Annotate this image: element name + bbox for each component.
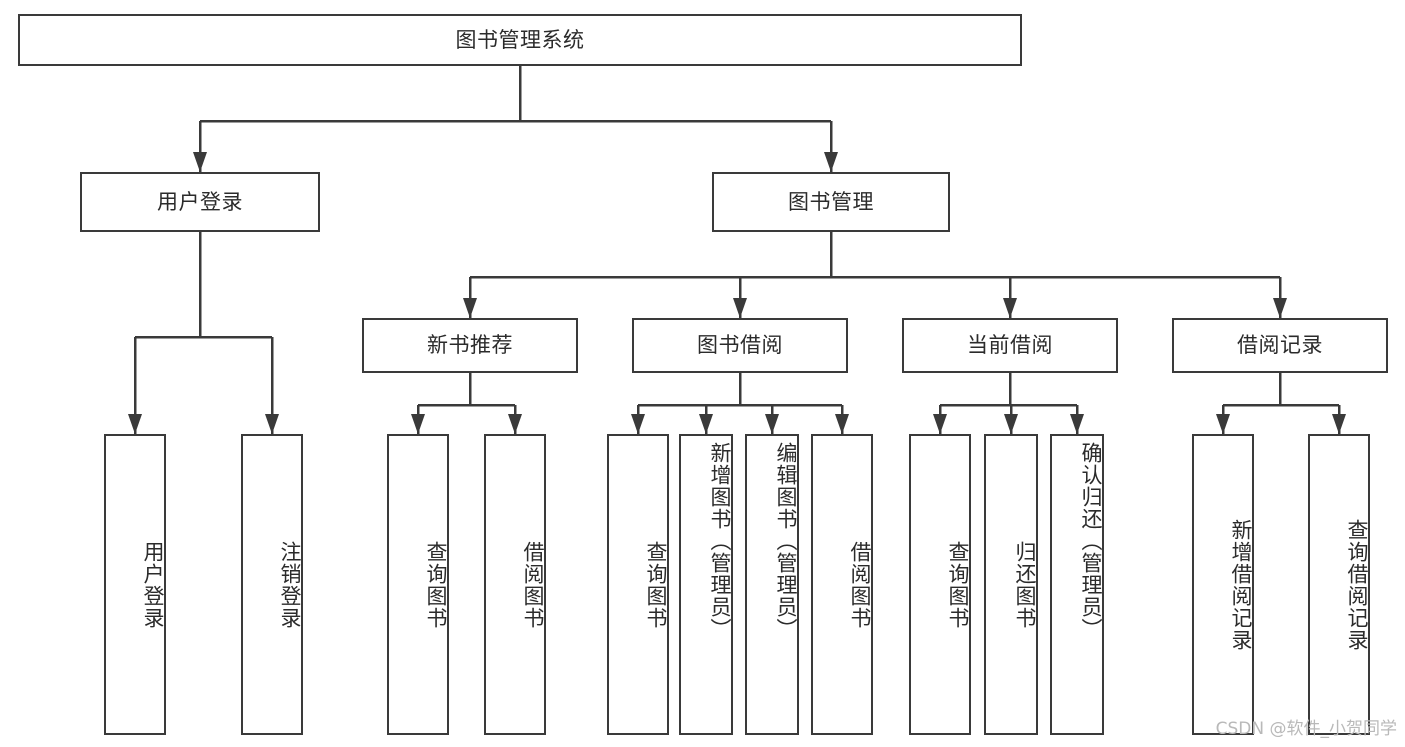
leaf-user-login-label: 用户登录 xyxy=(141,540,165,629)
leaf-query-book-current-label: 查询图书 xyxy=(946,540,970,629)
node-user-login-label: 用户登录 xyxy=(157,189,243,214)
leaf-borrow-book[interactable]: 借阅图书 xyxy=(811,434,873,735)
node-user-login[interactable]: 用户登录 xyxy=(80,172,320,232)
leaf-add-book[interactable]: 新增图书（管理员） xyxy=(679,434,733,735)
leaf-add-book-label: 新增图书（管理员） xyxy=(708,442,732,640)
node-current-borrow[interactable]: 当前借阅 xyxy=(902,318,1118,373)
leaf-query-borrow-record[interactable]: 查询借阅记录 xyxy=(1308,434,1370,735)
leaf-query-book-borrow-label: 查询图书 xyxy=(644,540,668,629)
leaf-query-borrow-record-label: 查询借阅记录 xyxy=(1345,518,1369,651)
leaf-logout-label: 注销登录 xyxy=(278,540,302,629)
leaf-edit-book[interactable]: 编辑图书（管理员） xyxy=(745,434,799,735)
node-current-borrow-label: 当前借阅 xyxy=(967,333,1053,358)
node-borrow-record[interactable]: 借阅记录 xyxy=(1172,318,1388,373)
node-new-book-recommend-label: 新书推荐 xyxy=(427,333,513,358)
leaf-borrow-book-label: 借阅图书 xyxy=(848,540,872,629)
leaf-confirm-return-label: 确认归还（管理员） xyxy=(1079,442,1103,640)
leaf-add-borrow-record-label: 新增借阅记录 xyxy=(1229,518,1253,651)
leaf-add-borrow-record[interactable]: 新增借阅记录 xyxy=(1192,434,1254,735)
leaf-query-book-recommend[interactable]: 查询图书 xyxy=(387,434,449,735)
leaf-return-book-label: 归还图书 xyxy=(1013,540,1037,629)
leaf-return-book[interactable]: 归还图书 xyxy=(984,434,1038,735)
leaf-user-login[interactable]: 用户登录 xyxy=(104,434,166,735)
node-borrow-record-label: 借阅记录 xyxy=(1237,333,1323,358)
node-new-book-recommend[interactable]: 新书推荐 xyxy=(362,318,578,373)
leaf-confirm-return[interactable]: 确认归还（管理员） xyxy=(1050,434,1104,735)
leaf-borrow-book-recommend-label: 借阅图书 xyxy=(521,540,545,629)
leaf-edit-book-label: 编辑图书（管理员） xyxy=(774,442,798,640)
csdn-watermark: CSDN @软件_小贺同学 xyxy=(1215,719,1397,739)
node-book-manage[interactable]: 图书管理 xyxy=(712,172,950,232)
leaf-query-book-borrow[interactable]: 查询图书 xyxy=(607,434,669,735)
node-book-borrow-label: 图书借阅 xyxy=(697,333,783,358)
node-root-label: 图书管理系统 xyxy=(455,27,585,52)
leaf-borrow-book-recommend[interactable]: 借阅图书 xyxy=(484,434,546,735)
node-book-borrow[interactable]: 图书借阅 xyxy=(632,318,848,373)
leaf-query-book-current[interactable]: 查询图书 xyxy=(909,434,971,735)
leaf-logout[interactable]: 注销登录 xyxy=(241,434,303,735)
node-book-manage-label: 图书管理 xyxy=(788,189,874,214)
leaf-query-book-recommend-label: 查询图书 xyxy=(424,540,448,629)
node-root[interactable]: 图书管理系统 xyxy=(18,14,1022,66)
